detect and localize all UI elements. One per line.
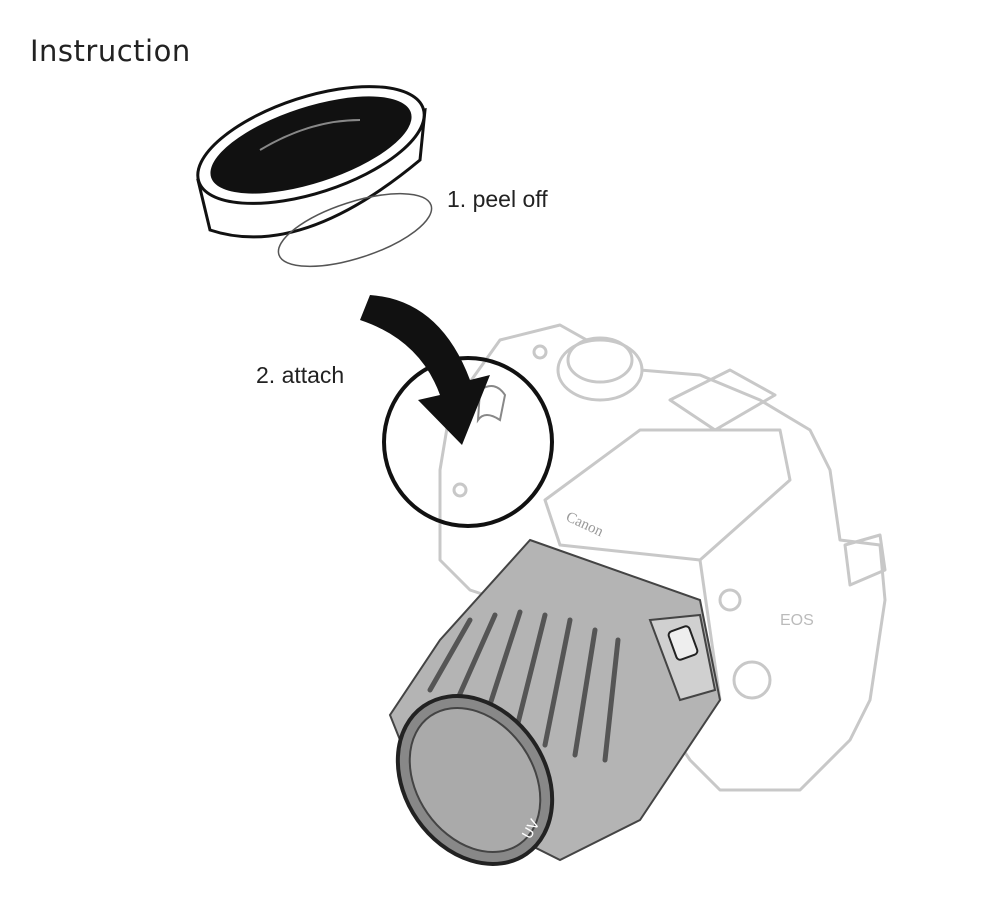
camera-lens: UV (388, 538, 722, 866)
step-attach: 2. attach (256, 362, 345, 388)
detail-circle (382, 356, 554, 528)
step-peel-off: 1. peel off (447, 186, 548, 212)
attach-arrow-icon (360, 295, 490, 445)
page-title: Instruction (30, 34, 191, 68)
lens-cap (196, 85, 427, 239)
adhesive-sticker (277, 192, 433, 268)
eos-logo: EOS (780, 612, 814, 629)
